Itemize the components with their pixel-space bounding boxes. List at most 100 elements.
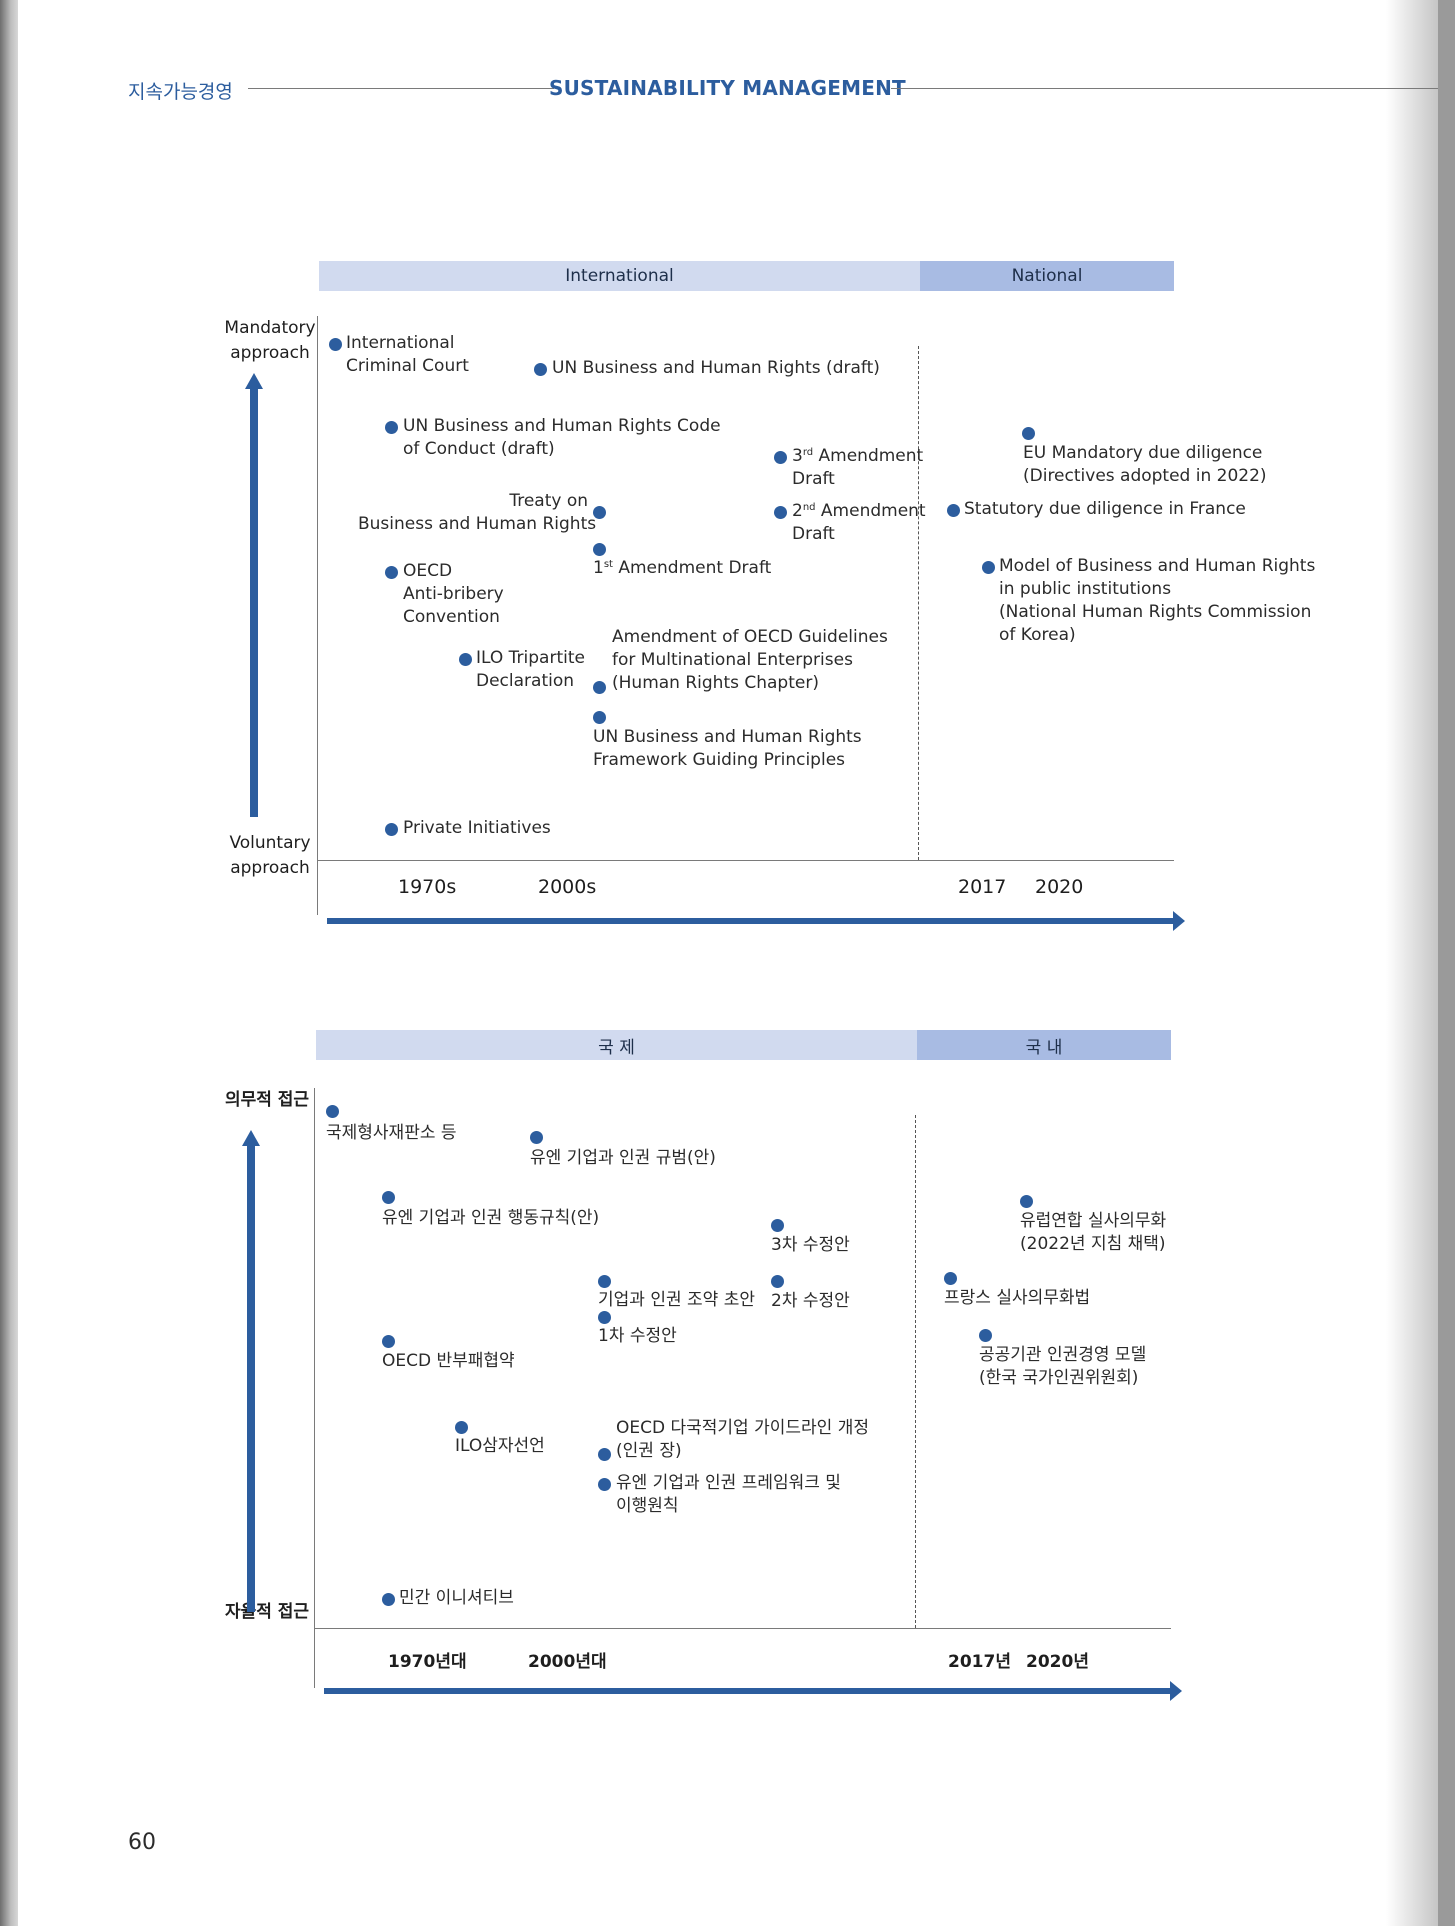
x-axis-line-ko — [314, 1628, 1171, 1629]
y-axis-bottom-label-ko: 자율적 접근 — [224, 1602, 310, 1622]
dot-amend3-ko — [771, 1219, 784, 1232]
dot-un-code — [385, 421, 398, 434]
band-international: International — [319, 261, 920, 291]
x-arrow-head-ko — [1170, 1681, 1182, 1701]
label-oecd-ab-line2: Anti-bribery — [403, 584, 504, 604]
intl-national-divider-ko — [915, 1115, 916, 1628]
label-amend2: 2nd Amendment Draft — [792, 500, 926, 546]
x-tick-2020: 2020 — [1035, 876, 1084, 898]
timeline-diagram-ko: 국 제 국 내 의무적 접근 자율적 접근 1970년대 2000년대 2017… — [18, 1030, 1438, 1730]
label-oecd-antibribery: OECD Anti-bribery Convention — [403, 560, 504, 629]
label-oecd-ab-line3: Convention — [403, 607, 500, 627]
dot-eu-ko — [1020, 1195, 1033, 1208]
x-tick-2017: 2017 — [958, 876, 1007, 898]
page-gutter-shadow — [1386, 0, 1438, 1926]
label-amend1: 1st Amendment Draft — [593, 557, 771, 580]
dot-oecd-antibribery — [385, 566, 398, 579]
y-axis-top-line1: Mandatory — [224, 318, 316, 338]
dot-amend2-ko — [771, 1275, 784, 1288]
label-oecd-guidelines-line3: (Human Rights Chapter) — [612, 673, 819, 693]
label-eu-line1: EU Mandatory due diligence — [1023, 443, 1263, 463]
band-international-ko: 국 제 — [316, 1030, 917, 1060]
amend3-num: 3 — [792, 446, 803, 466]
label-oecd-guidelines-ko: OECD 다국적기업 가이드라인 개정 (인권 장) — [616, 1417, 869, 1463]
label-amend1-ko: 1차 수정안 — [598, 1326, 677, 1346]
x-tick-2000s: 2000s — [538, 876, 597, 898]
x-tick-2020-ko: 2020년 — [1026, 1652, 1089, 1672]
label-un-framework-ko: 유엔 기업과 인권 프레임워크 및 이행원칙 — [616, 1472, 841, 1518]
book-spine-edge — [0, 0, 18, 1926]
label-oecd-guidelines-line2: for Multinational Enterprises — [612, 650, 853, 670]
label-oecd-guidelines-ko-line1: OECD 다국적기업 가이드라인 개정 — [616, 1418, 869, 1438]
amend1-num: 1 — [593, 558, 604, 578]
label-un-bhr-draft-ko: 유엔 기업과 인권 규범(안) — [530, 1148, 716, 1168]
label-korea-ko-line1: 공공기관 인권경영 모델 — [979, 1345, 1147, 1365]
dot-amend1-ko — [598, 1311, 611, 1324]
label-icc: International Criminal Court — [346, 332, 469, 378]
label-france-ko: 프랑스 실사의무화법 — [944, 1288, 1091, 1308]
amend2-num: 2 — [792, 501, 803, 521]
label-amend3-ko: 3차 수정안 — [771, 1235, 850, 1255]
label-amend2-ko: 2차 수정안 — [771, 1291, 850, 1311]
label-oecd-guidelines-ko-line2: (인권 장) — [616, 1441, 682, 1461]
y-axis-bottom-line1: Voluntary — [229, 833, 311, 853]
label-un-code: UN Business and Human Rights Code of Con… — [403, 415, 721, 461]
label-eu: EU Mandatory due diligence (Directives a… — [1023, 442, 1267, 488]
label-eu-ko: 유럽연합 실사의무화 (2022년 지침 채택) — [1020, 1210, 1166, 1256]
dot-france-ko — [944, 1272, 957, 1285]
y-axis-top-label: Mandatory approach — [206, 316, 334, 366]
label-korea-ko: 공공기관 인권경영 모델 (한국 국가인권위원회) — [979, 1344, 1146, 1390]
label-oecd-ab-line1: OECD — [403, 561, 453, 581]
dot-amend2 — [774, 506, 787, 519]
x-arrow-shaft-ko — [324, 1688, 1172, 1694]
label-private-initiatives-ko: 민간 이니셔티브 — [399, 1588, 514, 1608]
dot-korea-ko — [979, 1329, 992, 1342]
label-amend2-line1: 2nd Amendment — [792, 500, 926, 523]
dot-korea — [982, 561, 995, 574]
x-tick-2017-ko: 2017년 — [948, 1652, 1011, 1672]
x-tick-1970s-ko: 1970년대 — [388, 1652, 467, 1672]
dot-eu — [1022, 427, 1035, 440]
label-treaty: Treaty on Business and Human Rights — [358, 490, 596, 536]
dot-amend1 — [593, 543, 606, 556]
label-ilo-ko: ILO삼자선언 — [455, 1436, 545, 1456]
amend3-sup: rd — [802, 447, 814, 458]
band-national: National — [920, 261, 1174, 291]
band-national-ko: 국 내 — [917, 1030, 1171, 1060]
amend2-text: Amendment — [815, 501, 926, 521]
label-eu-line2: (Directives adopted in 2022) — [1023, 466, 1267, 486]
y-axis-line — [317, 316, 318, 915]
label-ilo-line1: ILO Tripartite — [476, 648, 585, 668]
header-rule-right — [891, 88, 1438, 89]
y-axis-bottom-label: Voluntary approach — [206, 831, 334, 881]
dot-icc-ko — [326, 1105, 339, 1118]
label-icc-ko: 국제형사재판소 등 — [326, 1123, 457, 1143]
dot-ilo-ko — [455, 1421, 468, 1434]
label-un-framework-ko-line2: 이행원칙 — [616, 1496, 679, 1516]
label-un-framework-line1: UN Business and Human Rights — [593, 727, 862, 747]
label-un-code-ko: 유엔 기업과 인권 행동규칙(안) — [382, 1208, 600, 1228]
intl-national-divider — [918, 346, 919, 860]
dot-oecd-antibribery-ko — [382, 1335, 395, 1348]
label-icc-line1: International — [346, 333, 455, 353]
y-axis-top-line2: approach — [230, 343, 310, 363]
x-arrow-head — [1173, 911, 1185, 931]
y-arrow-shaft — [250, 387, 258, 817]
label-treaty-ko: 기업과 인권 조약 초안 — [598, 1290, 755, 1310]
amend2-sup: nd — [802, 502, 816, 513]
label-amend2-line2: Draft — [792, 524, 835, 544]
label-korea: Model of Business and Human Rights in pu… — [999, 555, 1315, 647]
x-axis-line — [317, 860, 1174, 861]
y-arrow-head-ko — [242, 1130, 260, 1146]
dot-treaty — [593, 506, 606, 519]
label-treaty-line1: Treaty on — [509, 491, 588, 511]
y-arrow-head — [245, 373, 263, 389]
dot-oecd-guidelines — [593, 681, 606, 694]
dot-private-initiatives — [385, 823, 398, 836]
amend3-text: Amendment — [813, 446, 924, 466]
label-korea-line4: of Korea) — [999, 625, 1076, 645]
label-ilo-line2: Declaration — [476, 671, 575, 691]
dot-oecd-guidelines-ko — [598, 1448, 611, 1461]
page: 지속가능경영 SUSTAINABILITY MANAGEMENT Interna… — [18, 0, 1438, 1926]
header-section-ko: 지속가능경영 — [128, 81, 233, 103]
